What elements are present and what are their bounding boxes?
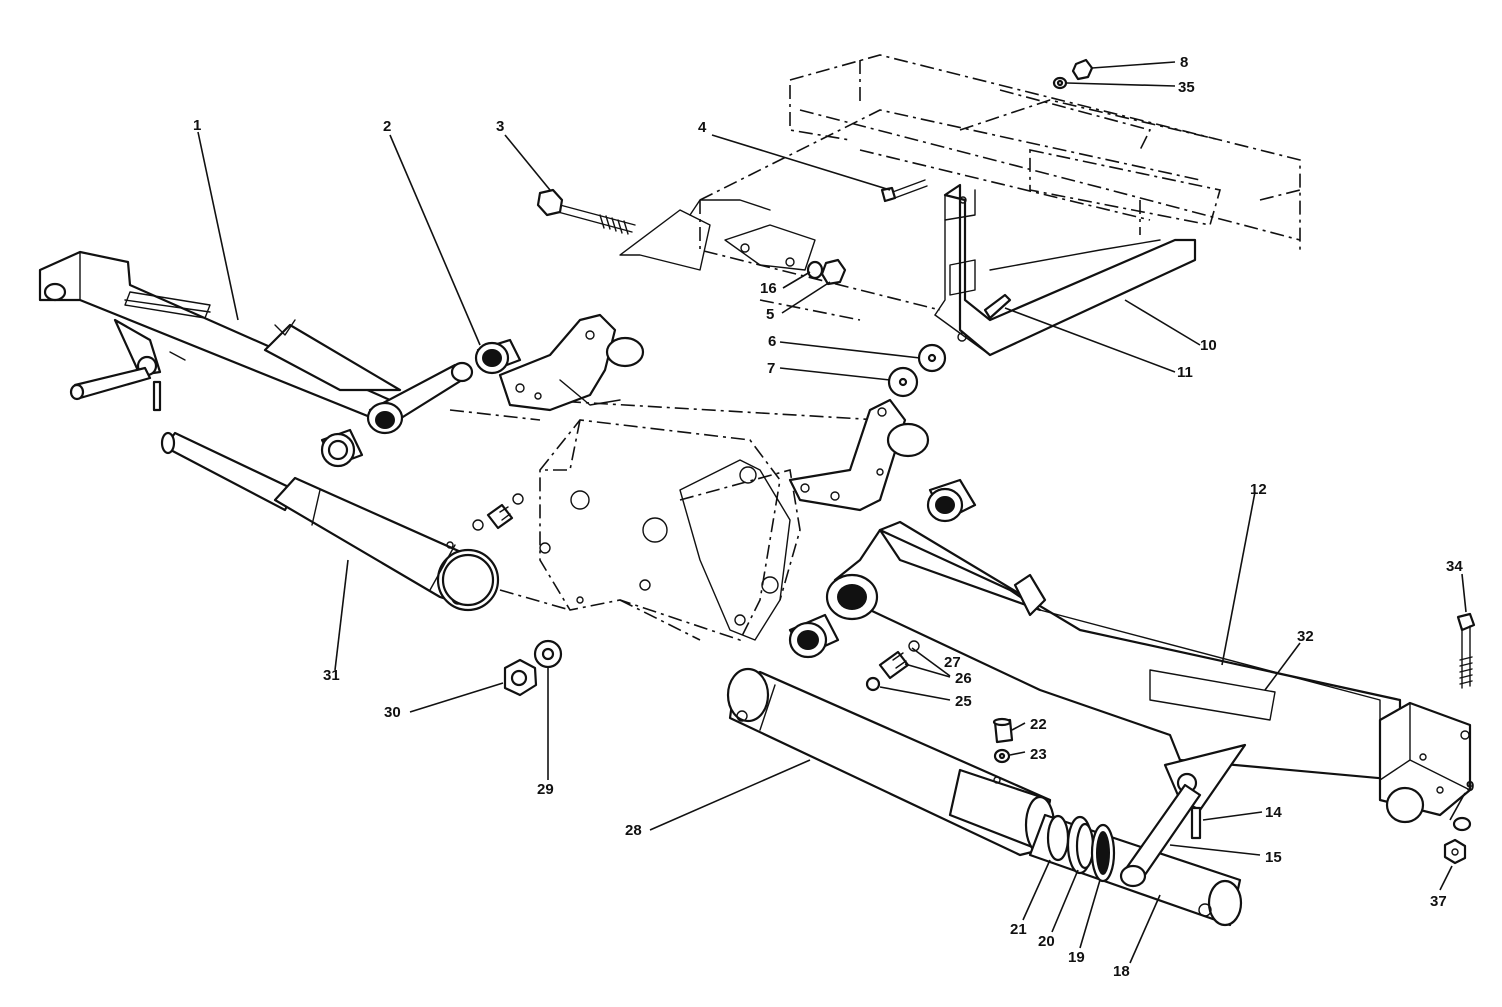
callout-3: 3 bbox=[496, 118, 504, 135]
callout-4: 4 bbox=[698, 119, 707, 136]
callout-11: 11 bbox=[1177, 364, 1193, 381]
frame-mount-bracket bbox=[619, 199, 816, 271]
vehicle-frame-phantom bbox=[699, 54, 1301, 321]
callout-23: 23 bbox=[1030, 746, 1047, 763]
hydraulic-cylinder-31 bbox=[160, 431, 500, 612]
pivot-bracket-right bbox=[679, 398, 930, 641]
grease-fitting-left bbox=[472, 493, 524, 531]
callout-16: 16 bbox=[760, 280, 777, 297]
callout-14: 14 bbox=[1265, 804, 1282, 821]
pin-15-14 bbox=[1119, 783, 1202, 888]
callout-8: 8 bbox=[1180, 54, 1188, 71]
callout-12: 12 bbox=[1250, 481, 1267, 498]
callout-19: 19 bbox=[1068, 949, 1085, 966]
callout-29: 29 bbox=[537, 781, 554, 798]
callout-2: 2 bbox=[383, 118, 391, 135]
callout-35: 35 bbox=[1178, 79, 1195, 96]
callout-9: 9 bbox=[1466, 778, 1474, 795]
callout-31: 31 bbox=[323, 667, 340, 684]
callout-30: 30 bbox=[384, 704, 401, 721]
callout-18: 18 bbox=[1113, 963, 1130, 980]
callout-28: 28 bbox=[625, 822, 642, 839]
hardware-34-9-37 bbox=[1443, 612, 1476, 865]
callout-20: 20 bbox=[1038, 933, 1055, 950]
callout-26: 26 bbox=[955, 670, 972, 687]
callout-7: 7 bbox=[767, 360, 775, 377]
callout-21: 21 bbox=[1010, 921, 1027, 938]
hardware-washer-nut bbox=[806, 258, 947, 398]
callout-6: 6 bbox=[768, 333, 776, 350]
screw-4 bbox=[880, 179, 928, 203]
callout-10: 10 bbox=[1200, 337, 1217, 354]
callout-25: 25 bbox=[955, 693, 972, 710]
callout-labels: 1 2 3 4 5 6 7 8 9 10 11 12 14 15 16 18 1… bbox=[193, 54, 1474, 980]
callout-32: 32 bbox=[1297, 628, 1314, 645]
hardware-29-30 bbox=[503, 639, 563, 697]
lift-arm-left-1 bbox=[38, 250, 474, 435]
callout-22: 22 bbox=[1030, 716, 1047, 733]
callout-34: 34 bbox=[1446, 558, 1463, 575]
callout-37: 37 bbox=[1430, 893, 1447, 910]
callout-15: 15 bbox=[1265, 849, 1282, 866]
callout-1: 1 bbox=[193, 117, 201, 134]
callout-27: 27 bbox=[944, 654, 961, 671]
callout-5: 5 bbox=[766, 306, 774, 323]
support-bracket-10 bbox=[934, 183, 1197, 357]
leader-lines bbox=[197, 61, 1467, 964]
bushing-2 bbox=[320, 338, 977, 659]
hardware-nut-8 bbox=[1052, 58, 1094, 90]
pivot-bracket-left bbox=[498, 313, 645, 412]
bolt-3 bbox=[536, 188, 636, 235]
hardware-22-27 bbox=[865, 640, 1014, 764]
pivot-housing-phantom bbox=[449, 399, 881, 641]
